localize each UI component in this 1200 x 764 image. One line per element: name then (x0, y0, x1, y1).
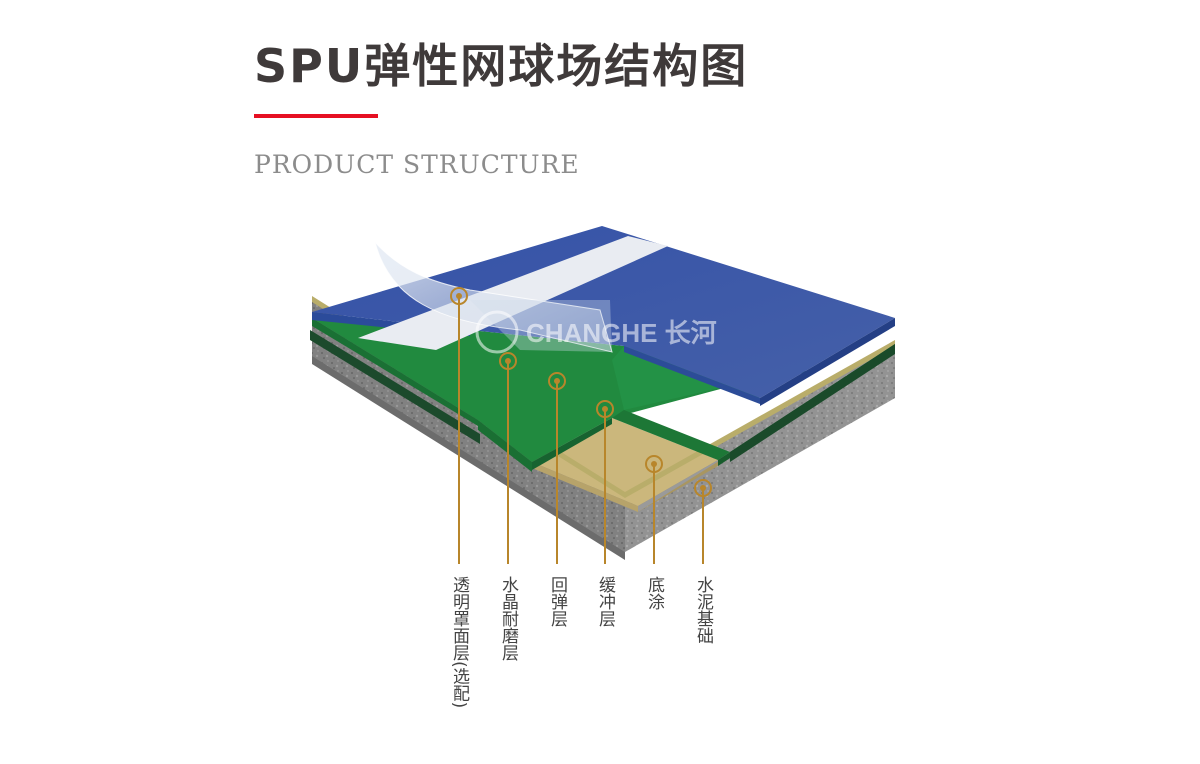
marker-wear-layer (499, 352, 517, 370)
brand-logo-text: CHANGHE 长河 (526, 318, 717, 348)
marker-concrete-base (694, 479, 712, 497)
title-accent-line (254, 114, 378, 118)
marker-primer (645, 455, 663, 473)
brand-watermark: CHANGHE 长河 (475, 310, 717, 354)
label-wear-layer: 水晶耐磨层 (498, 576, 519, 661)
label-rebound-layer: 回弹层 (547, 576, 568, 627)
label-cushion-layer: 缓冲层 (595, 576, 616, 627)
marker-rebound-layer (548, 372, 566, 390)
label-primer: 底涂 (644, 576, 665, 610)
layer-markers (450, 287, 712, 564)
marker-transparent-coat (450, 287, 468, 305)
dark-green-band (310, 330, 480, 444)
page-subtitle: PRODUCT STRUCTURE (254, 150, 580, 179)
dark-green-band-right (730, 344, 895, 462)
page-title: SPU弹性网球场结构图 (254, 39, 749, 93)
court-line (358, 236, 668, 350)
layer-labels: 透明罩面层(选配) 水晶耐磨层 回弹层 缓冲层 底涂 水泥基础 (449, 576, 714, 708)
concrete-top-strip (638, 344, 895, 512)
label-transparent-coat: 透明罩面层(选配) (449, 576, 470, 708)
label-concrete-base: 水泥基础 (693, 576, 714, 644)
blue-court-surface (312, 226, 895, 406)
marker-cushion-layer (596, 400, 614, 418)
